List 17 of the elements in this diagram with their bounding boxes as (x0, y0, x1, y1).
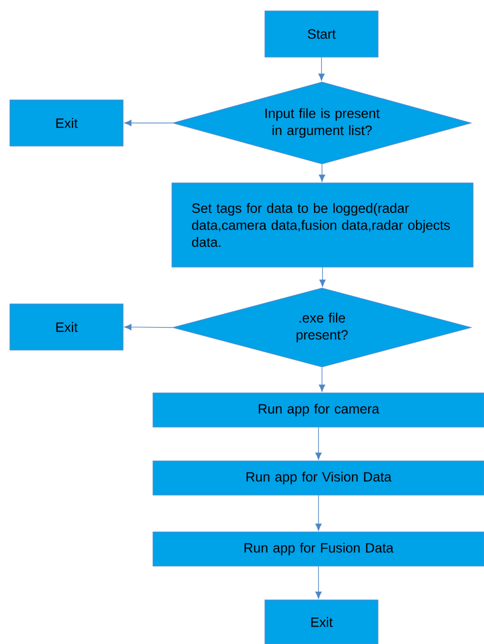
arrow (315, 566, 322, 599)
arrow (319, 267, 326, 287)
arrow (124, 120, 173, 126)
arrow (318, 57, 325, 81)
arrow (318, 164, 326, 182)
process-box: Set tags for data to be logged(radar data,camera data,fusion data,radar objects data. (172, 182, 474, 268)
process-box: Exit (10, 304, 124, 350)
process-box: Exit (264, 600, 378, 644)
process-box: Run app for Vision Data (152, 460, 484, 496)
arrow (315, 495, 322, 531)
arrow (318, 367, 326, 392)
arrow (315, 427, 322, 460)
process-box: Run app for camera (152, 392, 484, 428)
process-box: Run app for Fusion Data (152, 532, 484, 566)
arrow (124, 324, 173, 330)
process-box: Start (264, 10, 378, 58)
process-box: Exit (10, 100, 124, 146)
